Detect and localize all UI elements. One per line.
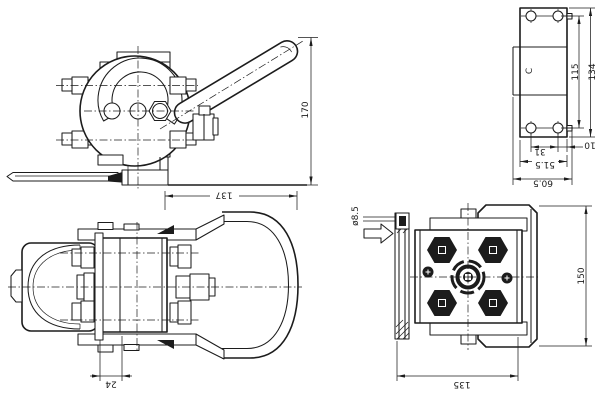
rear-view: ø8.5 150 135 xyxy=(351,203,592,389)
side-view: 170 xyxy=(6,37,318,190)
dim-31-label: 31 xyxy=(534,146,545,156)
bracket-c-label: C xyxy=(525,68,535,74)
dim-135-label: 135 xyxy=(453,379,470,389)
hex-bolt xyxy=(478,290,508,316)
dim-51-5-label: 51.5 xyxy=(535,159,555,169)
dim-dia-8-5-label: ø8.5 xyxy=(351,206,361,226)
dim-60-5-label: 60.5 xyxy=(533,178,553,188)
bracket-view: C 115 134 31 10 xyxy=(512,7,598,189)
dim-115-label: 115 xyxy=(571,63,581,80)
hex-bolt xyxy=(427,290,457,316)
plan-view: 137 24 xyxy=(8,190,302,389)
dim-height-134: 134 xyxy=(569,7,598,138)
dim-hole-spacing-115: 115 xyxy=(561,15,584,129)
dim-hole-dia: ø8.5 xyxy=(351,206,396,226)
dim-width-135: 135 xyxy=(396,337,519,389)
dim-134-label: 134 xyxy=(588,63,598,80)
dim-150-label: 150 xyxy=(577,267,587,284)
dim-width-60-5: 60.5 xyxy=(512,97,573,189)
dim-width-24: 24 xyxy=(90,336,132,389)
dim-width-51-5: 51.5 xyxy=(519,140,568,171)
dim-137-label: 137 xyxy=(215,190,232,200)
dim-height-170: 170 xyxy=(298,37,318,186)
dim-hole-spacing-31: 31 10 xyxy=(530,133,596,156)
dim-170-label: 170 xyxy=(301,101,311,118)
dim-10-label: 10 xyxy=(584,140,596,150)
hex-bolt xyxy=(427,237,457,263)
dim-height-150: 150 xyxy=(539,205,592,347)
dim-24-label: 24 xyxy=(105,379,117,389)
dim-length-137: 137 xyxy=(164,190,298,210)
view-direction-arrow-icon xyxy=(363,223,394,244)
hex-bolt xyxy=(478,237,508,263)
